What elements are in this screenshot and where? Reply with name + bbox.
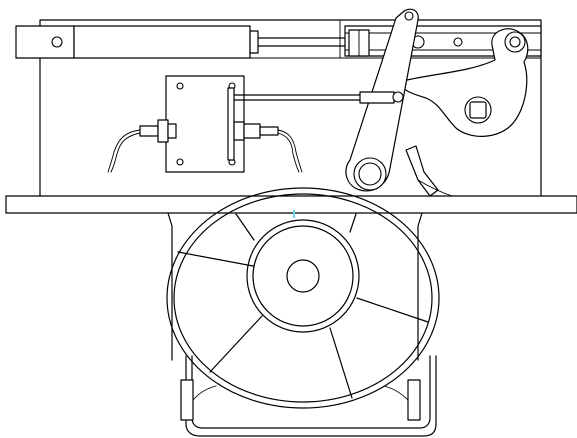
mounting-plate bbox=[165, 75, 404, 173]
wheel-axle bbox=[286, 259, 320, 293]
cradle-leg-left bbox=[180, 379, 194, 421]
track-small-hole bbox=[453, 37, 463, 47]
hydraulic-cylinder bbox=[15, 25, 350, 59]
base-plate bbox=[5, 195, 577, 218]
lever-top-pin bbox=[404, 11, 414, 21]
wheel-assembly bbox=[166, 187, 440, 437]
sensor-left bbox=[107, 119, 177, 173]
cylinder-pin-hole bbox=[51, 36, 63, 48]
sensor-right bbox=[233, 121, 303, 173]
cam-plate bbox=[397, 28, 529, 137]
wheel-outer-ring bbox=[166, 187, 440, 409]
wheel-hub-outer bbox=[246, 219, 360, 333]
cradle-leg-right bbox=[407, 379, 421, 421]
spring-clip bbox=[405, 145, 453, 197]
